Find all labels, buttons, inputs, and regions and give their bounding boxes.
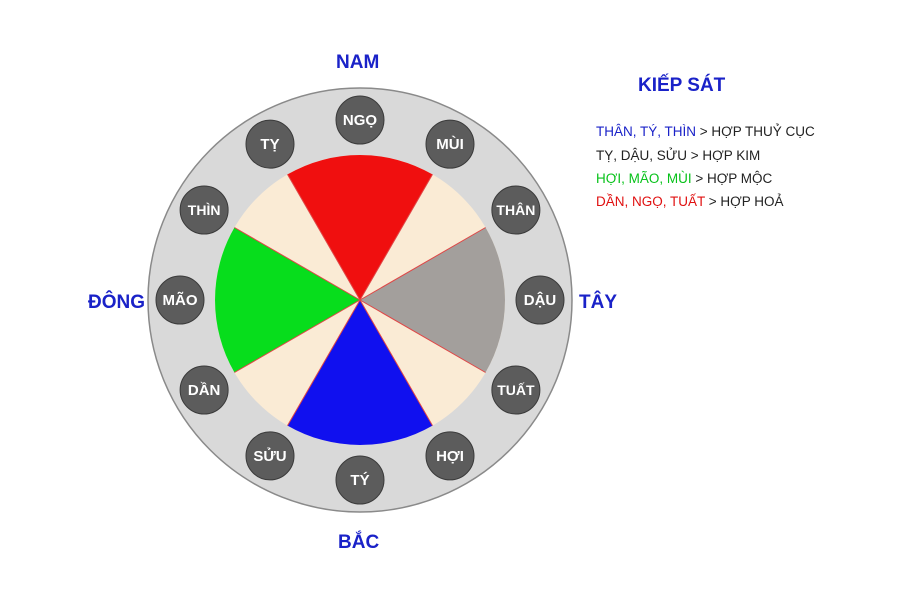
branch-node-circle bbox=[491, 365, 541, 415]
legend-result: > HỢP KIM bbox=[687, 148, 761, 163]
branch-node-label: MÃO bbox=[163, 291, 198, 309]
legend-row-wood: HỢI, MÃO, MÙI > HỢP MỘC bbox=[596, 171, 772, 186]
branch-node-circle bbox=[179, 365, 229, 415]
branch-node: TUẤT bbox=[491, 365, 541, 415]
sector-divider-line bbox=[234, 299, 361, 373]
sector-metal bbox=[360, 227, 505, 373]
branch-node-circle bbox=[515, 275, 565, 325]
sector-layer bbox=[215, 155, 505, 445]
sector-divider-line bbox=[359, 299, 433, 426]
sector-divider-line bbox=[359, 174, 433, 301]
branch-node-label: TUẤT bbox=[497, 382, 535, 398]
legend-row-water: THÂN, TÝ, THÌN > HỢP THUỶ CỤC bbox=[596, 124, 815, 139]
branch-node-circle bbox=[425, 119, 475, 169]
branch-node-label: TỴ bbox=[260, 136, 279, 153]
branch-node-label: MÙI bbox=[436, 135, 464, 153]
branch-node: MÃO bbox=[155, 275, 205, 325]
branch-node-label: HỢI bbox=[436, 448, 464, 465]
branch-node: TÝ bbox=[335, 455, 385, 505]
branch-node: THÂN bbox=[491, 185, 541, 235]
direction-west-label: TÂY bbox=[579, 292, 617, 313]
branch-node-circle bbox=[155, 275, 205, 325]
branch-node-label: NGỌ bbox=[343, 112, 378, 129]
branch-node-label: SỬU bbox=[253, 447, 286, 465]
branch-node: NGỌ bbox=[335, 95, 385, 145]
legend-group: HỢI, MÃO, MÙI bbox=[596, 171, 692, 186]
branch-node-circle bbox=[245, 431, 295, 481]
legend-group: THÂN, TÝ, THÌN bbox=[596, 124, 697, 139]
sector-divider-line bbox=[287, 174, 361, 301]
divider-layer bbox=[234, 174, 486, 426]
branch-node: THÌN bbox=[179, 185, 229, 235]
branch-node: SỬU bbox=[245, 431, 295, 481]
legend-result: > HỢP HOẢ bbox=[705, 194, 784, 209]
branch-node: DẬU bbox=[515, 275, 565, 325]
direction-east-label: ĐÔNG bbox=[88, 292, 145, 313]
branch-node: HỢI bbox=[425, 431, 475, 481]
sector-water bbox=[287, 300, 433, 445]
branch-node-circle bbox=[491, 185, 541, 235]
sector-fire bbox=[287, 155, 433, 300]
branch-node-label: DẦN bbox=[188, 382, 221, 399]
legend-result: > HỢP MỘC bbox=[691, 171, 773, 186]
branch-node-layer: NGỌ MÙI THÂN DẬU TUẤT HỢI TÝ SỬU DẦN MÃO THÌN TỴ bbox=[155, 95, 565, 505]
legend-row-fire: DẦN, NGỌ, TUẤT > HỢP HOẢ bbox=[596, 194, 784, 209]
branch-node: TỴ bbox=[245, 119, 295, 169]
legend-group: TỴ, DẬU, SỬU bbox=[596, 148, 688, 163]
sector-wood bbox=[215, 227, 360, 373]
branch-node-circle bbox=[245, 119, 295, 169]
direction-south-label: NAM bbox=[336, 52, 380, 73]
sector-divider-line bbox=[359, 299, 486, 373]
branch-node-label: TÝ bbox=[350, 471, 369, 489]
branch-node-circle bbox=[335, 455, 385, 505]
legend-row-metal: TỴ, DẬU, SỬU > HỢP KIM bbox=[596, 148, 760, 163]
branch-node-circle bbox=[335, 95, 385, 145]
branch-node: MÙI bbox=[425, 119, 475, 169]
branch-node-circle bbox=[425, 431, 475, 481]
legend-title: KIẾP SÁT bbox=[638, 75, 726, 96]
sector-divider-line bbox=[234, 227, 361, 301]
legend-group: DẦN, NGỌ, TUẤT bbox=[596, 194, 706, 209]
branch-node-label: DẬU bbox=[524, 291, 557, 309]
direction-north-label: BẮC bbox=[338, 532, 380, 553]
branch-node-label: THÂN bbox=[496, 201, 535, 218]
legend-result: > HỢP THUỶ CỤC bbox=[696, 124, 815, 139]
sector-divider-line bbox=[359, 227, 486, 301]
branch-node-label: THÌN bbox=[188, 202, 221, 218]
sector-divider-line bbox=[287, 299, 361, 426]
branch-node: DẦN bbox=[179, 365, 229, 415]
branch-node-circle bbox=[179, 185, 229, 235]
